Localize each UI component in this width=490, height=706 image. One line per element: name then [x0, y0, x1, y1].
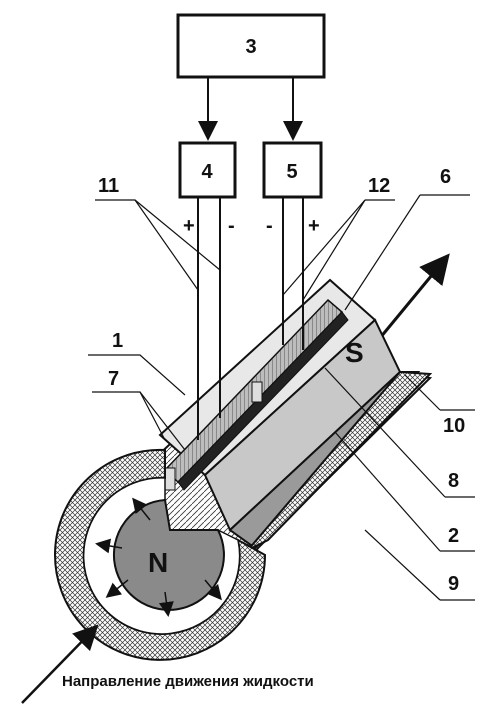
- flow-arrow-out: [378, 253, 450, 339]
- block-3-label: 3: [245, 36, 256, 58]
- north-pole-magnet: [113, 498, 225, 611]
- block-5: [262, 141, 323, 199]
- block-4: [178, 141, 237, 199]
- polarity-b5-minus: -: [266, 215, 273, 237]
- polarity-b4-plus: +: [183, 215, 195, 237]
- block-3: [176, 13, 326, 79]
- block-4-label: 4: [201, 161, 213, 183]
- polarity-b4-minus: -: [228, 215, 235, 237]
- label-10: 10: [443, 415, 465, 437]
- field-arrows: [95, 497, 222, 617]
- polarity-b5-plus: +: [308, 215, 320, 237]
- north-pole-label: N: [148, 547, 168, 578]
- label-11: 11: [98, 175, 119, 197]
- label-2: 2: [448, 525, 459, 547]
- flow-caption: Направление движения жидкости: [62, 673, 314, 690]
- electrode-segment-end: [164, 467, 176, 491]
- label-1: 1: [112, 330, 123, 352]
- label-8: 8: [448, 470, 459, 492]
- leader-lines: [88, 194, 475, 601]
- flow-arrow-in: [21, 624, 99, 704]
- right-end-ring: [247, 370, 433, 551]
- label-9: 9: [448, 573, 459, 595]
- label-7: 7: [108, 368, 119, 390]
- label-12: 12: [368, 175, 390, 197]
- wires: [197, 197, 304, 440]
- electrode-segment-joint: [251, 381, 263, 403]
- block-5-label: 5: [286, 161, 297, 183]
- south-pole-label: S: [345, 337, 364, 368]
- label-6: 6: [440, 166, 451, 188]
- electrode-dark-edge: [177, 311, 349, 491]
